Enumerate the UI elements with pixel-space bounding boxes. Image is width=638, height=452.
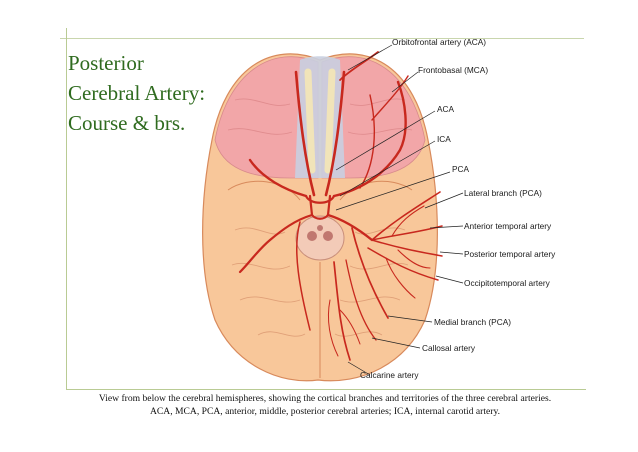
label-pca: PCA	[452, 164, 470, 174]
caption-line-2: ACA, MCA, PCA, anterior, middle, posteri…	[70, 405, 580, 418]
title-line-2: Cerebral Artery:	[68, 78, 258, 108]
label-lateral-branch: Lateral branch (PCA)	[464, 188, 542, 198]
olfactory-tract-left	[308, 72, 312, 170]
label-occipitotemporal: Occipitotemporal artery	[464, 278, 551, 288]
label-aca: ACA	[437, 104, 455, 114]
label-ica: ICA	[437, 134, 451, 144]
title-line-1: Posterior	[68, 48, 258, 78]
midbrain	[296, 216, 344, 260]
label-posterior-temporal: Posterior temporal artery	[464, 249, 556, 259]
slide-title: Posterior Cerebral Artery: Course & brs.	[68, 48, 258, 138]
aca-territory	[295, 56, 345, 178]
label-callosal: Callosal artery	[422, 343, 476, 353]
label-anterior-temporal: Anterior temporal artery	[464, 221, 552, 231]
olfactory-tract-right	[328, 72, 332, 170]
label-frontobasal: Frontobasal (MCA)	[418, 65, 488, 75]
label-calcarine: Calcarine artery	[360, 370, 419, 380]
figure-caption: View from below the cerebral hemispheres…	[70, 392, 580, 418]
caption-line-1: View from below the cerebral hemispheres…	[70, 392, 580, 405]
label-orbitofrontal: Orbitofrontal artery (ACA)	[392, 37, 486, 47]
title-line-3: Course & brs.	[68, 108, 258, 138]
label-medial-branch: Medial branch (PCA)	[434, 317, 511, 327]
